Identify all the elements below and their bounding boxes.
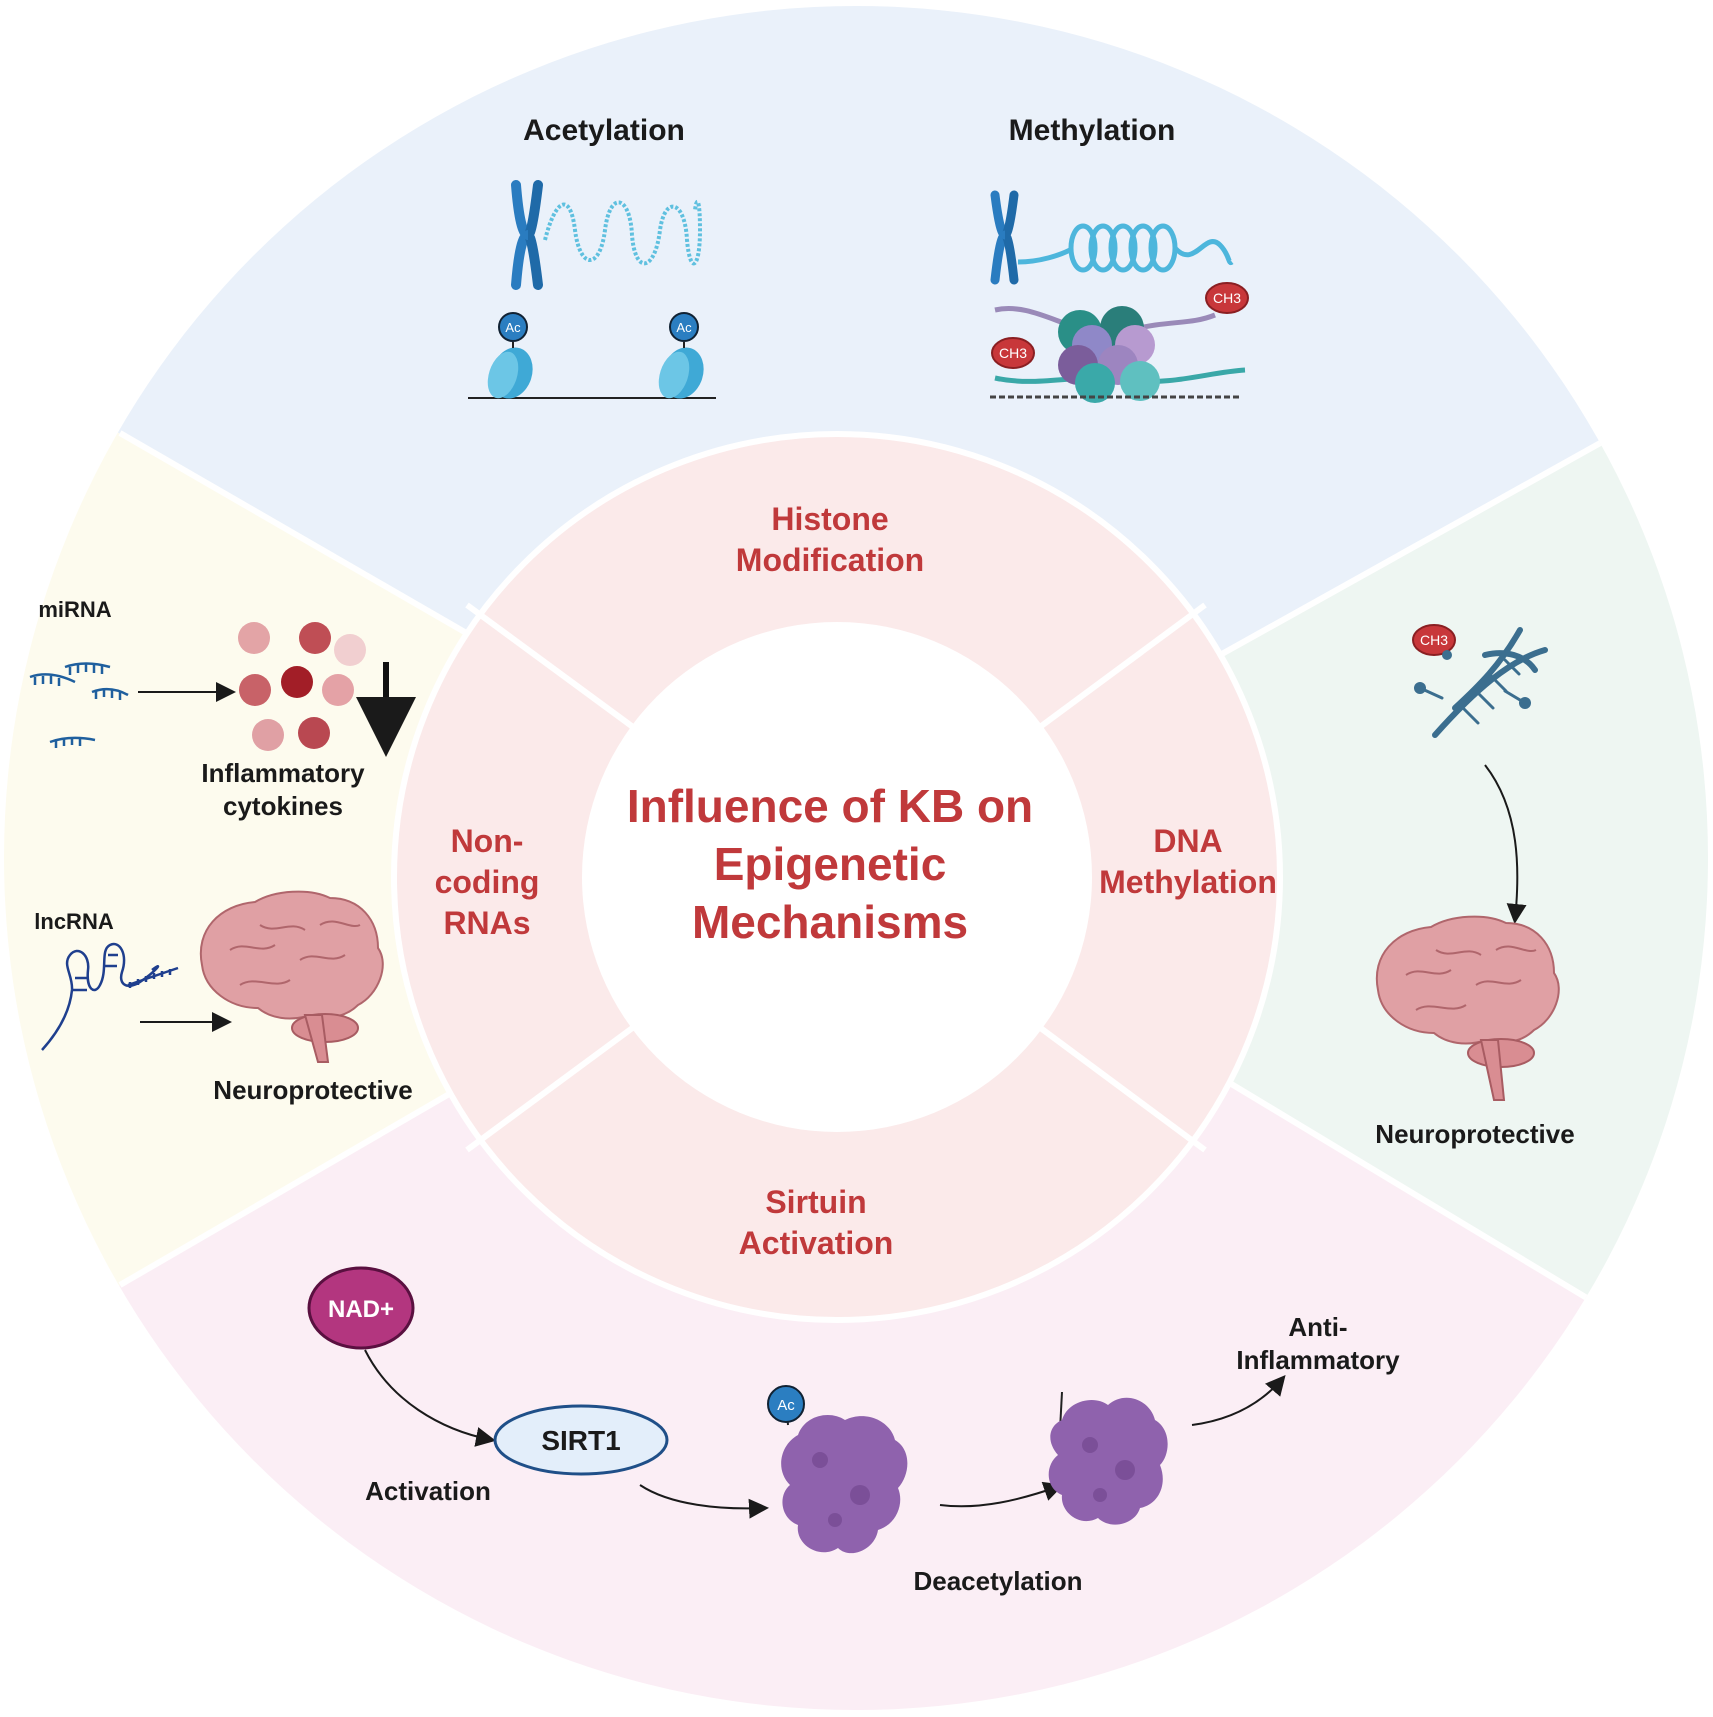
title-line-1: Influence of KB on bbox=[627, 780, 1033, 832]
chromosome-icon bbox=[990, 190, 1019, 285]
condensed-chromatin-icon bbox=[1017, 223, 1234, 273]
mirna-icon bbox=[29, 662, 129, 748]
bottom-content: NAD+ SIRT1 Activation Ac Anti- Inflammat… bbox=[307, 1266, 1400, 1596]
acetylated-protein-icon: Ac bbox=[767, 1385, 908, 1554]
noncoding-label-1: Non- bbox=[451, 823, 524, 859]
dna-label-2: Methylation bbox=[1099, 864, 1277, 900]
left-content: miRNA Inflammatory cytokines lncRNA bbox=[29, 597, 416, 1105]
inner-ring bbox=[391, 431, 1283, 1323]
lncrna-label: lncRNA bbox=[34, 909, 114, 934]
nucleosome-icon: Ac bbox=[658, 312, 704, 399]
ac-tag-1: Ac bbox=[505, 320, 521, 335]
acetylation-label: Acetylation bbox=[523, 114, 685, 147]
lncrna-icon bbox=[41, 942, 179, 1051]
deacetylation-label: Deacetylation bbox=[913, 1566, 1082, 1596]
left-neuroprotective-label: Neuroprotective bbox=[213, 1075, 412, 1105]
anti-label-2: Inflammatory bbox=[1236, 1345, 1400, 1375]
nucleosome-icon: Ac bbox=[487, 312, 533, 399]
right-neuroprotective-label: Neuroprotective bbox=[1375, 1119, 1574, 1149]
center-title: Influence of KB on Epigenetic Mechanisms bbox=[627, 780, 1033, 948]
sector-top bbox=[4, 6, 1708, 858]
anti-label-1: Anti- bbox=[1288, 1312, 1347, 1342]
inner-labels: Histone Modification DNA Methylation Sir… bbox=[435, 501, 1277, 1261]
cytokines-icon bbox=[238, 622, 366, 751]
activation-label: Activation bbox=[365, 1476, 491, 1506]
ac-tag-bottom: Ac bbox=[777, 1397, 795, 1414]
chromosome-icon bbox=[511, 180, 543, 290]
sirt1-badge bbox=[493, 1404, 669, 1476]
sector-right bbox=[856, 340, 1708, 1410]
histone-label-2: Modification bbox=[736, 542, 924, 578]
dna-helix-icon: CH3 bbox=[1412, 624, 1548, 738]
ac-tag-2: Ac bbox=[676, 320, 692, 335]
nad-label: NAD+ bbox=[328, 1296, 394, 1323]
noncoding-label-3: RNAs bbox=[443, 905, 530, 941]
methylated-nucleosome-icon: CH3 CH3 bbox=[990, 282, 1249, 403]
top-content: Acetylation Methylation Ac Ac bbox=[468, 114, 1249, 403]
title-line-2: Epigenetic bbox=[714, 838, 947, 890]
ch3-tag-right: CH3 bbox=[1420, 632, 1448, 648]
title-line-3: Mechanisms bbox=[692, 896, 968, 948]
sirt1-label: SIRT1 bbox=[541, 1425, 620, 1456]
mirna-label: miRNA bbox=[38, 597, 111, 622]
histone-label-1: Histone bbox=[771, 501, 888, 537]
methylation-label: Methylation bbox=[1009, 114, 1176, 147]
noncoding-label-2: coding bbox=[435, 864, 540, 900]
right-content: CH3 Neuroprotective bbox=[1375, 624, 1575, 1149]
sirtuin-label-2: Activation bbox=[739, 1225, 894, 1261]
ch3-tag-top-2: CH3 bbox=[999, 345, 1027, 361]
center-circle bbox=[582, 622, 1092, 1132]
nad-badge bbox=[307, 1266, 415, 1350]
loose-chromatin-icon bbox=[543, 199, 703, 266]
sirtuin-label-1: Sirtuin bbox=[765, 1184, 866, 1220]
ch3-tag-top-1: CH3 bbox=[1213, 290, 1241, 306]
cytokines-label-2: cytokines bbox=[223, 791, 343, 821]
dna-label-1: DNA bbox=[1153, 823, 1222, 859]
cytokines-label-1: Inflammatory bbox=[201, 758, 365, 788]
deacetylated-protein-icon bbox=[1048, 1391, 1168, 1525]
brain-icon bbox=[1375, 915, 1560, 1101]
brain-icon bbox=[199, 890, 384, 1063]
